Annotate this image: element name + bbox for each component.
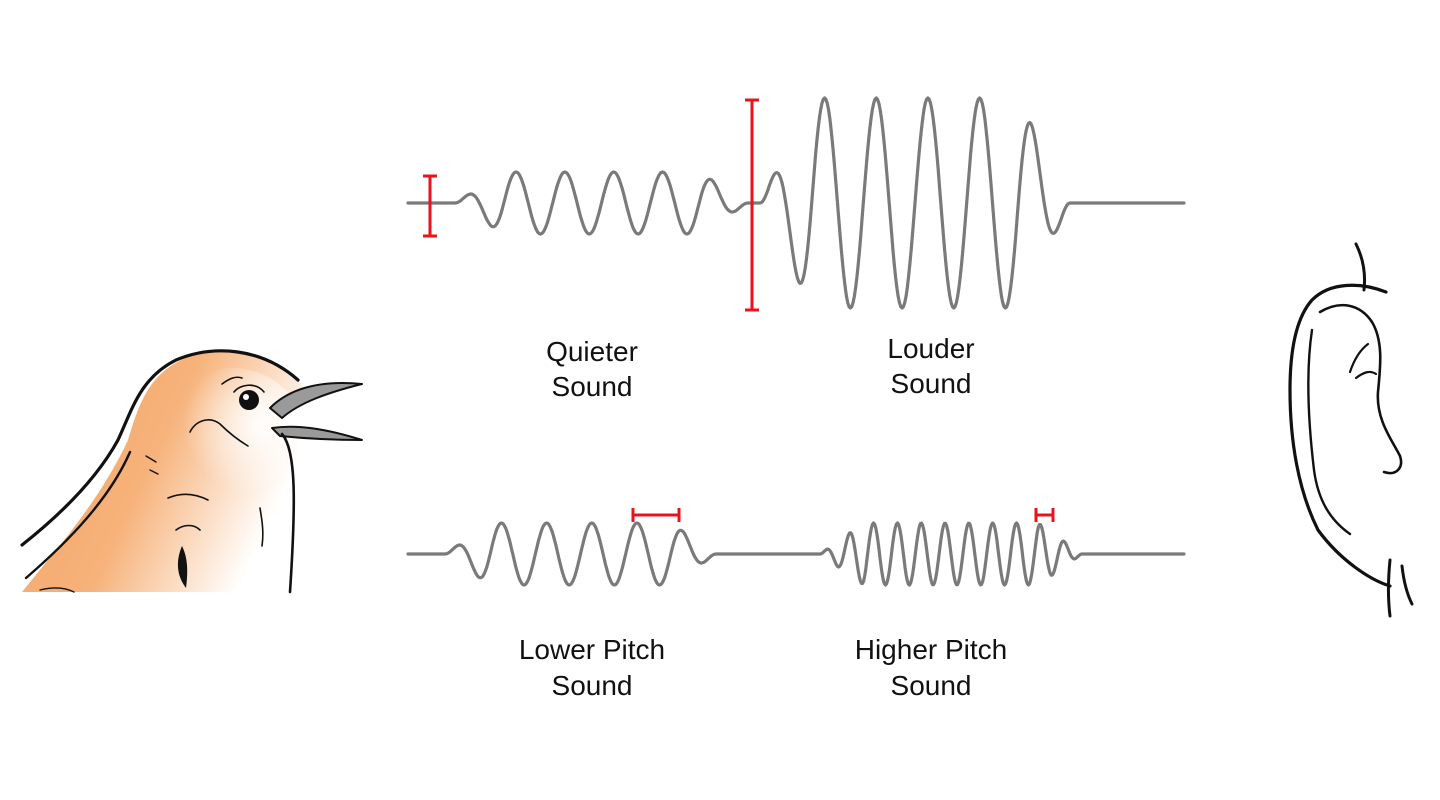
ear-illustration <box>1288 242 1414 618</box>
low-pitch-wavelength-marker <box>631 508 681 522</box>
bird-eye <box>239 390 259 410</box>
lower-pitch-label-line1: Lower Pitch <box>519 634 665 665</box>
measurement-markers <box>423 98 1055 522</box>
quieter-label-line1: Quieter <box>546 336 638 367</box>
higher-pitch-label-line2: Sound <box>891 670 972 701</box>
bird-lower-beak <box>271 425 363 441</box>
high-pitch-wavelength-marker <box>1034 508 1055 522</box>
bird-illustration <box>20 349 363 594</box>
bird-cheek-feathers <box>189 419 249 447</box>
ear-inner-rim <box>1307 328 1352 536</box>
quieter-label-line2: Sound <box>552 371 633 402</box>
ear-face-line-bottom <box>1387 558 1414 618</box>
louder-label-line2: Sound <box>891 368 972 399</box>
bird-throat-line <box>280 432 296 594</box>
lower-pitch-label-line2: Sound <box>552 670 633 701</box>
wave-labels: Quieter Sound Louder Sound Lower Pitch S… <box>519 333 1007 701</box>
bird-neck-feathers <box>145 455 159 475</box>
ear-concha <box>1348 342 1378 380</box>
bird-eye-highlight <box>243 394 249 400</box>
waveforms <box>406 96 1186 587</box>
bird-breast-feathers <box>167 493 209 501</box>
bird-brow-line <box>221 376 243 385</box>
bird-back-outline <box>20 349 300 547</box>
ear-outer-helix <box>1288 283 1392 588</box>
bird-breast-feathers-lower <box>175 524 201 531</box>
bird-belly-line <box>39 587 75 593</box>
bird-wing-marking <box>177 546 188 588</box>
pitch-waveform <box>406 521 1186 587</box>
ear-face-line-top <box>1354 242 1366 292</box>
loud-amplitude-marker <box>745 98 759 312</box>
louder-label-line1: Louder <box>887 333 974 364</box>
quiet-amplitude-marker <box>423 174 437 238</box>
bird-wing-line <box>24 450 132 580</box>
higher-pitch-label-line1: Higher Pitch <box>855 634 1008 665</box>
loudness-waveform <box>406 96 1186 310</box>
ear-antihelix <box>1318 303 1403 475</box>
bird-side-feather <box>259 507 264 547</box>
bird-cheek <box>162 368 302 492</box>
bird-upper-beak <box>269 382 363 419</box>
bird-eye-ring <box>233 384 265 393</box>
